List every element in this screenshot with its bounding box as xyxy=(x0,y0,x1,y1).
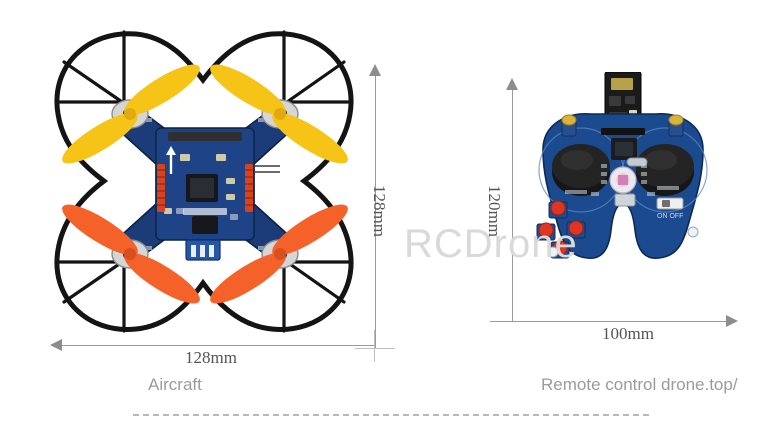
aircraft-height-arrow xyxy=(369,64,381,76)
remote-caption: Remote control drone.top/ xyxy=(541,375,738,394)
mounting-hole xyxy=(547,226,699,258)
usb-connector xyxy=(614,193,636,207)
svg-text:ON OFF: ON OFF xyxy=(657,213,683,220)
aircraft-width-line xyxy=(62,345,375,346)
propeller-rear-left xyxy=(62,204,200,304)
remote-width-arrow xyxy=(726,315,738,327)
joystick-left xyxy=(552,144,610,196)
remote-width-label: 100mm xyxy=(602,324,654,343)
trim-potentiometer xyxy=(561,114,684,137)
aircraft-width-arrow xyxy=(50,339,62,351)
flight-controller-pcb xyxy=(112,102,298,266)
prop-guard-ring xyxy=(54,31,354,332)
propeller-rear-right xyxy=(210,204,348,304)
remote-height-line xyxy=(512,90,513,322)
propeller-front-right xyxy=(210,64,348,164)
aircraft-height-label: 128mm xyxy=(370,185,389,237)
aircraft-height-line xyxy=(375,76,376,348)
joystick-right xyxy=(636,144,694,196)
aircraft-caption: Aircraft xyxy=(148,375,202,394)
section-divider xyxy=(133,414,649,416)
aircraft-width-tick xyxy=(374,330,375,362)
aircraft-height-tick xyxy=(355,348,395,349)
tactile-button xyxy=(536,200,586,259)
remote-height-label: 120mm xyxy=(485,185,504,237)
arrow-marker xyxy=(166,146,176,174)
pin-header xyxy=(157,164,253,212)
usb-connector xyxy=(185,239,221,261)
aircraft-illustration xyxy=(54,30,354,333)
remote-height-arrow xyxy=(506,78,518,90)
remote-width-line xyxy=(490,321,726,322)
aircraft-width-label: 128mm xyxy=(185,348,237,367)
propeller-front-left xyxy=(62,64,200,164)
watermark-rcdrone: RCDrone xyxy=(404,222,578,266)
buzzer xyxy=(609,166,637,194)
power-switch: ON OFF xyxy=(656,197,684,220)
remote-illustration: ON OFF xyxy=(536,72,708,259)
